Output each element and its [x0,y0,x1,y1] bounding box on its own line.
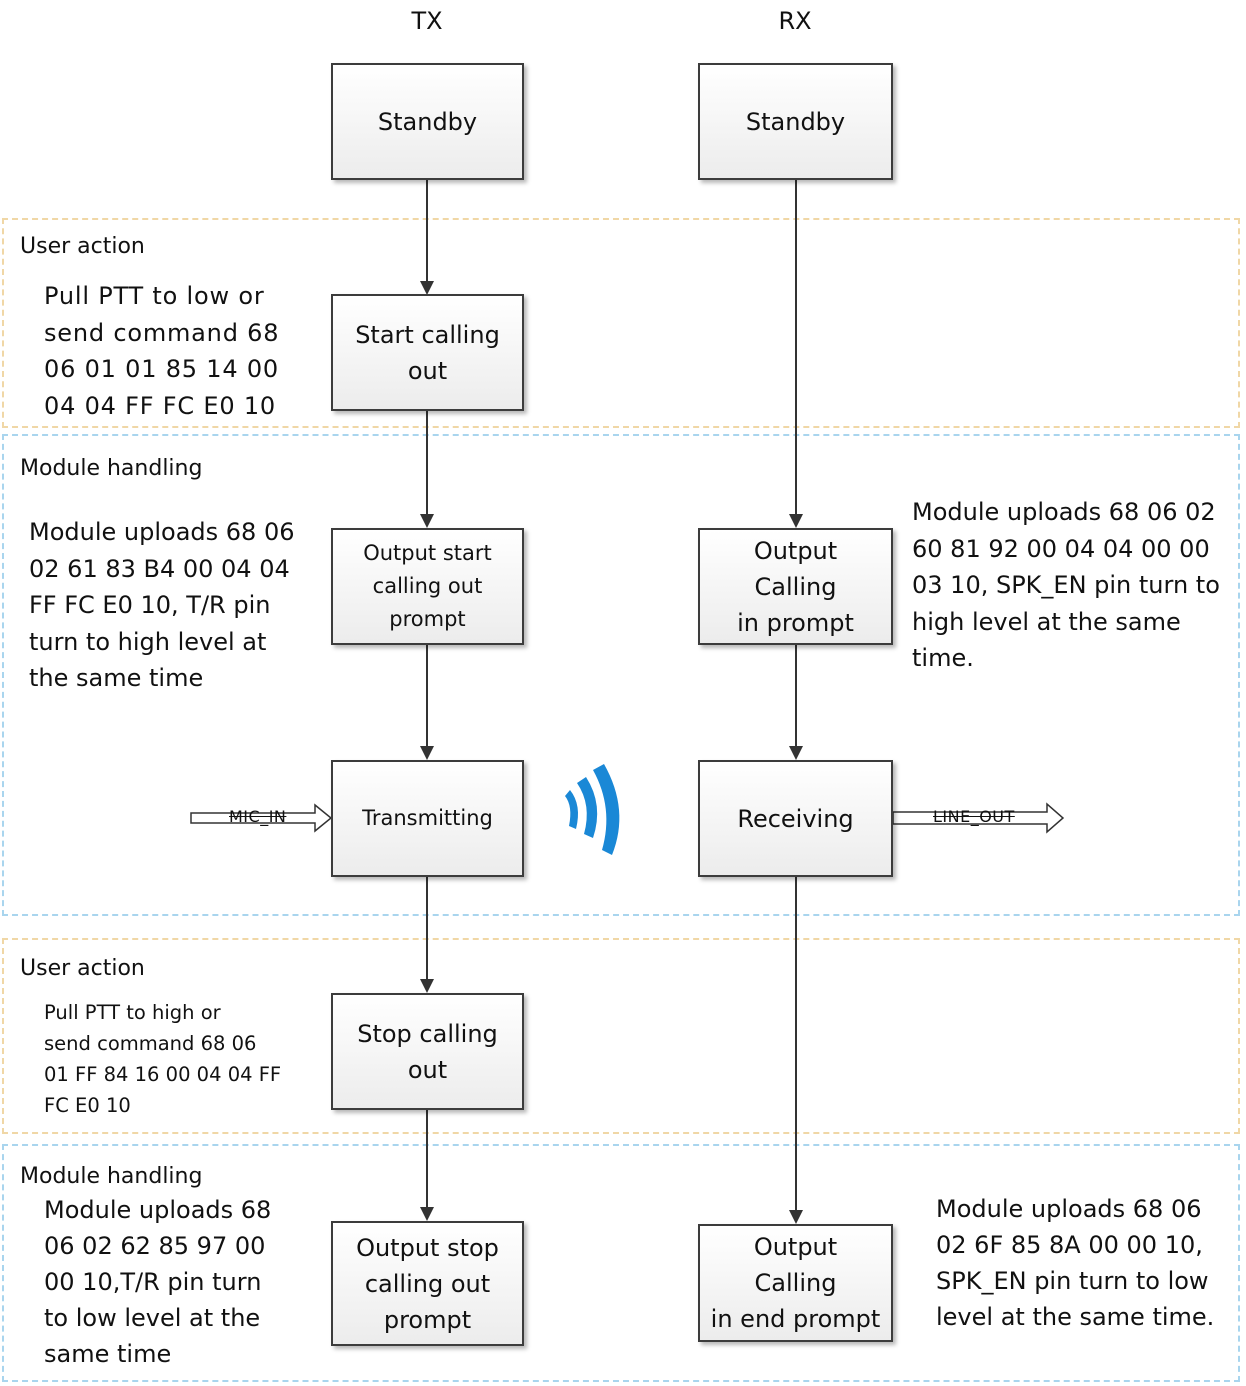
module-uploads-rx-start-note: Module uploads 68 06 02 60 81 92 00 04 0… [912,498,1220,672]
box-label: Start calling out [355,320,500,385]
rx-column-header: RX [778,7,812,35]
transmitting-box: Transmitting [331,760,524,877]
box-label: Output Calling in prompt [737,536,854,637]
output-calling-in-prompt-box: Output Calling in prompt [698,528,893,645]
module-uploads-rx-stop-note: Module uploads 68 06 02 6F 85 8A 00 00 1… [936,1195,1215,1331]
box-label: Output Calling in end prompt [710,1233,881,1333]
mic-in-arrow [190,803,333,833]
start-calling-out-box: Start calling out [331,294,524,411]
tx-standby-box: Standby [331,63,524,180]
box-label: Standby [745,107,846,136]
box-label: Transmitting [362,806,493,830]
region-title: User action [20,956,145,981]
receiving-box: Receiving [698,760,893,877]
output-stop-prompt-box: Output stop calling out prompt [331,1221,524,1346]
user-action-region-1: User action [2,218,1240,428]
module-uploads-tx-start-note: Module uploads 68 06 02 61 83 B4 00 04 0… [29,518,295,692]
line-out-label: LINE_OUT [933,807,1015,826]
mic-in-label: MIC_IN [229,807,287,826]
module-handling-region-1: Module handling [2,434,1240,916]
region-title: Module handling [20,456,203,481]
region-title: Module handling [20,1164,203,1189]
box-label: Stop calling out [357,1019,498,1084]
user-action-region-2: User action [2,938,1240,1134]
module-handling-region-2: Module handling [2,1144,1240,1382]
stop-calling-out-box: Stop calling out [331,993,524,1110]
rx-standby-box: Standby [698,63,893,180]
box-label: Receiving [737,804,854,833]
pull-ptt-high-note: Pull PTT to high or send command 68 06 0… [44,1001,282,1117]
output-start-prompt-box: Output start calling out prompt [331,528,524,645]
pull-ptt-low-note: Pull PTT to low or send command 68 06 01… [44,282,280,420]
output-calling-in-end-prompt-box: Output Calling in end prompt [698,1224,893,1342]
wireless-signal-icon [565,764,620,855]
region-title: User action [20,234,145,259]
line-out-arrow [892,802,1065,834]
module-uploads-tx-stop-note: Module uploads 68 06 02 62 85 97 00 00 1… [44,1196,272,1368]
box-label: Output stop calling out prompt [356,1233,499,1334]
box-label: Output start calling out prompt [363,541,492,631]
tx-column-header: TX [411,7,443,35]
box-label: Standby [377,107,478,136]
